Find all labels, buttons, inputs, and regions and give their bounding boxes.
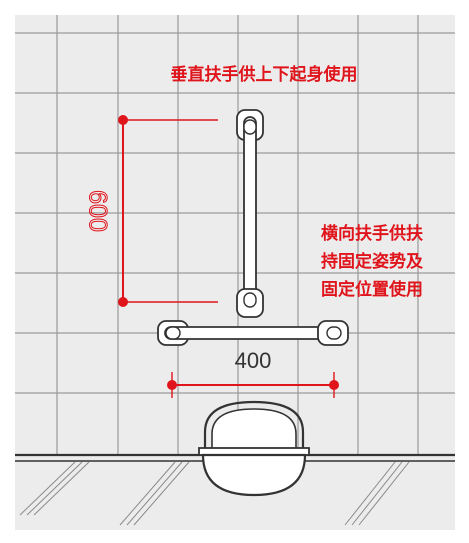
vertical-bar-top-cap — [243, 119, 257, 135]
vertical-dimension-value: 600 — [83, 190, 111, 232]
horizontal-bar-right-cap — [326, 326, 342, 340]
hatch-line — [358, 461, 410, 526]
toilet-lid-outer — [203, 400, 305, 450]
hatch-line — [26, 461, 83, 516]
horizontal-dim-dot-right — [329, 380, 339, 390]
tile-grid — [15, 15, 455, 455]
horizontal-dimension-value: 400 — [235, 348, 272, 373]
horizontal-caption-line-2: 持固定姿势及 — [321, 251, 424, 272]
hatch-line — [33, 461, 90, 516]
horizontal-dimension: 400 — [167, 348, 339, 398]
hatch-line — [344, 461, 396, 526]
hatch-line — [119, 461, 176, 526]
horizontal-grab-bar — [157, 320, 349, 346]
vertical-dimension: 600 — [83, 115, 218, 307]
vertical-bar-tube — [243, 116, 257, 311]
horizontal-caption-line-3: 固定位置使用 — [321, 279, 423, 300]
hatch-line — [133, 461, 190, 526]
horizontal-caption-line-1: 横向扶手供扶 — [321, 223, 423, 244]
horizontal-dim-dot-left — [167, 380, 177, 390]
vertical-bar-caption: 垂直扶手供上下起身使用 — [171, 64, 358, 85]
hatch-line — [19, 461, 76, 516]
floor-hatching — [19, 461, 410, 526]
toilet-icon — [198, 400, 310, 497]
toilet-bowl — [201, 453, 307, 497]
horizontal-bar-left-cap — [165, 326, 181, 340]
horizontal-bar-caption: 横向扶手供扶 持固定姿势及 固定位置使用 — [321, 223, 424, 300]
vertical-bar-bottom-cap — [243, 292, 257, 308]
vertical-grab-bar — [236, 109, 264, 318]
toilet-lid-inner — [211, 408, 297, 450]
vertical-dim-dot-bottom — [118, 297, 128, 307]
hatch-line — [351, 461, 403, 526]
vertical-dim-dot-top — [118, 115, 128, 125]
hatch-line — [126, 461, 183, 526]
